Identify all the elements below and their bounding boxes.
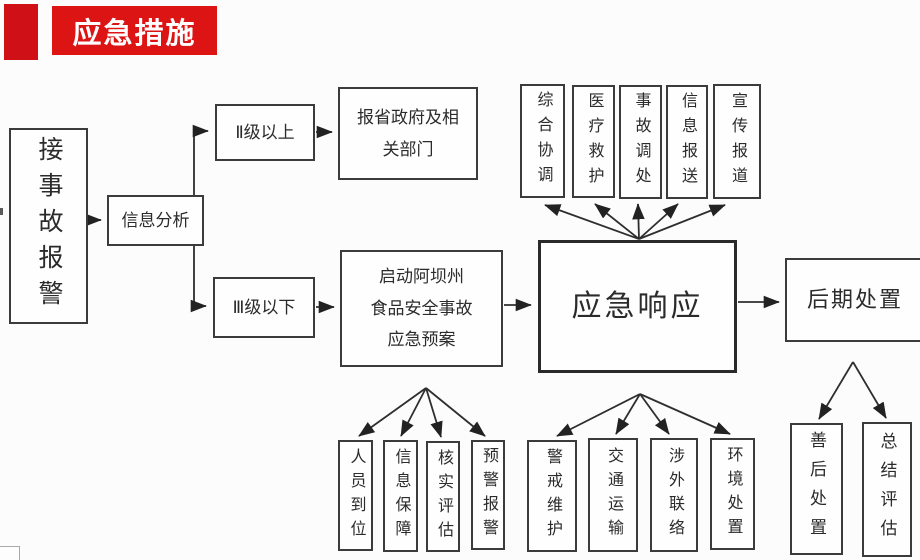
- node-function-medical-label: 医疗救护: [585, 91, 603, 192]
- node-function-investigation-label: 事故调处: [632, 92, 650, 192]
- node-task-environment-label: 环境处置: [724, 446, 742, 542]
- node-post-aftermath: 善后处置: [790, 423, 843, 555]
- arrow-group: [85, 124, 887, 438]
- node-post-disposal: 后期处置: [785, 258, 920, 342]
- node-task-environment: 环境处置: [710, 438, 755, 550]
- node-info-analysis-label: 信息分析: [121, 210, 190, 230]
- node-prep-warning: 预警报警: [471, 440, 505, 550]
- node-info-analysis: 信息分析: [107, 195, 204, 246]
- node-task-foreign-liaison-label: 涉外联络: [666, 447, 683, 543]
- node-report-provincial-label: 报省政府及相 关部门: [357, 108, 459, 159]
- node-post-evaluation-label: 总结评估: [877, 431, 897, 548]
- node-post-aftermath-label: 善后处置: [807, 431, 826, 547]
- node-function-coordination: 综合协调: [520, 84, 565, 198]
- node-function-info-reporting: 信息报送: [666, 85, 708, 199]
- node-prep-info-support: 信息保障: [383, 440, 418, 552]
- page-title-text: 应急措施: [72, 17, 197, 50]
- node-task-security-label: 警戒维护: [544, 448, 561, 544]
- node-activate-plan: 启动阿坝州 食品安全事故 应急预案: [340, 250, 503, 367]
- title-accent-square: [4, 4, 38, 60]
- node-function-investigation: 事故调处: [619, 85, 662, 199]
- artifact-cropped-rect: [0, 546, 20, 560]
- page-title: 应急措施: [52, 6, 217, 55]
- node-level-2-plus-label: Ⅱ级以上: [235, 122, 295, 142]
- node-task-transport: 交通运输: [588, 438, 638, 552]
- node-activate-plan-label: 启动阿坝州 食品安全事故 应急预案: [370, 267, 473, 350]
- artifact-edge-tick: [0, 208, 3, 215]
- node-task-transport-label: 交通运输: [605, 447, 622, 543]
- node-function-publicity-label: 宣传报道: [729, 91, 746, 192]
- node-emergency-response: 应急响应: [538, 240, 737, 373]
- node-function-medical: 医疗救护: [572, 85, 615, 198]
- node-prep-info-support-label: 信息保障: [392, 448, 410, 544]
- node-function-coordination-label: 综合协调: [534, 91, 552, 191]
- node-task-security: 警戒维护: [527, 440, 577, 552]
- node-emergency-response-label: 应急响应: [571, 289, 704, 323]
- node-receive-report: 接事故报警: [9, 128, 88, 324]
- node-function-info-reporting-label: 信息报送: [679, 92, 696, 192]
- node-prep-personnel: 人员到位: [338, 440, 373, 551]
- node-level-3-minus-label: Ⅲ级以下: [232, 297, 296, 317]
- node-level-3-minus: Ⅲ级以下: [213, 277, 315, 338]
- node-prep-warning-label: 预警报警: [480, 447, 497, 543]
- node-level-2-plus: Ⅱ级以上: [215, 104, 315, 161]
- node-function-publicity: 宣传报道: [713, 84, 761, 199]
- node-receive-report-label: 接事故报警: [35, 136, 63, 316]
- node-prep-verify: 核实评估: [426, 441, 460, 552]
- node-post-evaluation: 总结评估: [862, 422, 912, 557]
- node-post-disposal-label: 后期处置: [806, 286, 903, 312]
- node-task-foreign-liaison: 涉外联络: [650, 438, 698, 552]
- node-report-provincial: 报省政府及相 关部门: [338, 87, 478, 180]
- node-prep-personnel-label: 人员到位: [347, 447, 365, 544]
- node-prep-verify-label: 核实评估: [435, 448, 452, 545]
